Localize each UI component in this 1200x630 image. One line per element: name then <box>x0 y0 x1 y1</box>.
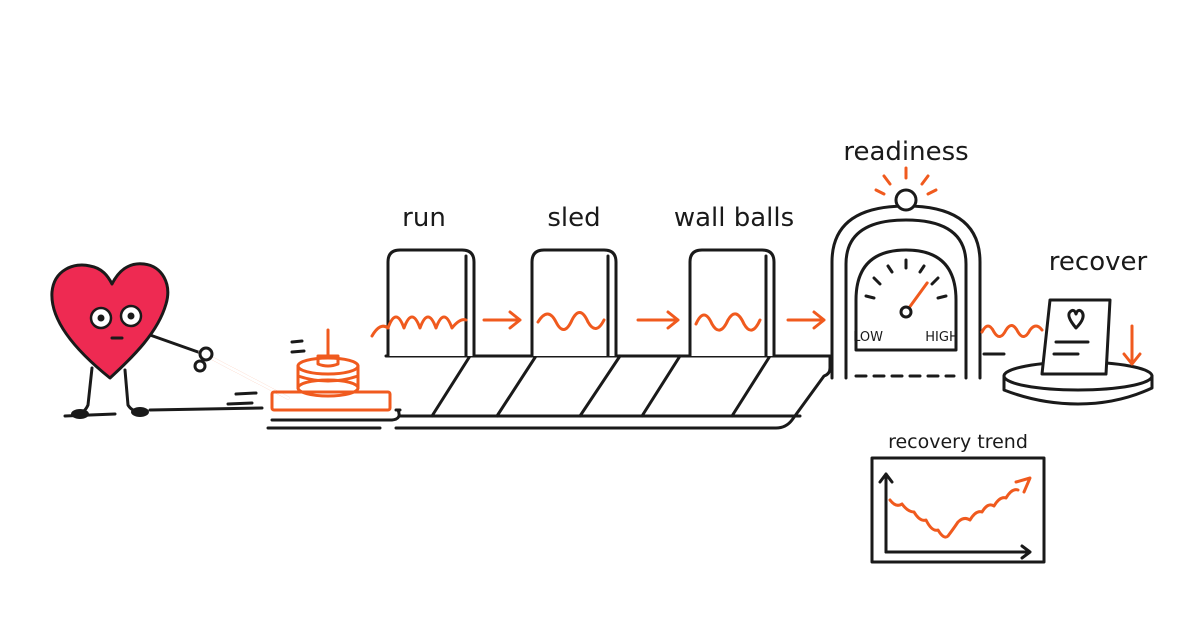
flow-arrow <box>636 310 680 330</box>
station-sled <box>530 248 618 358</box>
heart-report-card-icon <box>1040 298 1112 376</box>
label-wall-balls: wall balls <box>674 203 794 233</box>
flow-arrow <box>786 310 826 330</box>
recovery-wave <box>980 324 1044 338</box>
heart-character-icon <box>50 262 200 419</box>
label-run: run <box>402 203 446 233</box>
ground-line <box>63 406 264 418</box>
readiness-gauge-icon: LOW HIGH <box>853 248 959 352</box>
alert-rays <box>874 166 938 196</box>
trend-line <box>888 488 1020 539</box>
recovery-trend-chart <box>870 456 1046 564</box>
label-recover: recover <box>1049 247 1148 277</box>
station-wall-balls <box>688 248 776 358</box>
recover-station <box>1002 298 1154 406</box>
gauge-high-label: HIGH <box>925 330 958 345</box>
flow-arrow <box>482 310 522 330</box>
label-readiness: readiness <box>843 137 968 167</box>
conveyor-track <box>384 354 832 430</box>
down-arrow-icon <box>1122 324 1142 366</box>
label-recovery-trend: recovery trend <box>888 431 1028 453</box>
gauge-low-label: LOW <box>853 330 883 345</box>
station-run <box>370 248 476 358</box>
weight-sled-icon <box>193 328 401 430</box>
label-sled: sled <box>547 203 600 233</box>
